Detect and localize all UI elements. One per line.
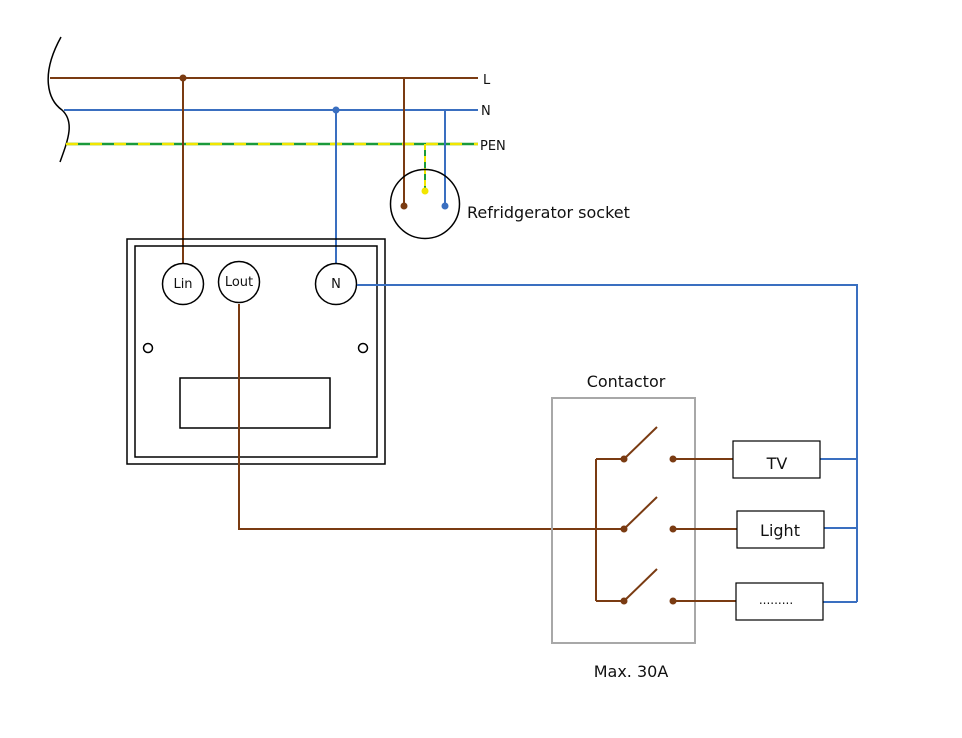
contactor-switch-2 (623, 496, 658, 530)
bus-l-label: L (483, 73, 491, 88)
socket-label: Refridgerator socket (467, 203, 630, 222)
load-light-box (736, 510, 825, 549)
bus-break-mark (47, 36, 70, 163)
load-tv-box (732, 440, 821, 479)
device-screw-right (357, 342, 369, 354)
socket-pin-pen (421, 187, 429, 195)
device-inner-box (134, 245, 378, 458)
contactor-box (551, 397, 696, 644)
contactor-rating: Max. 30A (594, 662, 669, 681)
contactor-contact-2a (620, 525, 628, 533)
load-other-box (735, 582, 824, 621)
contactor-switch-3 (623, 568, 658, 602)
terminal-lin (161, 262, 205, 306)
socket-pin-l (400, 202, 408, 210)
load-other-label: ......... (759, 593, 793, 607)
device-outer-box (126, 238, 386, 465)
junction-n (332, 106, 340, 114)
bus-pen-label: PEN (480, 139, 506, 154)
refrigerator-socket (389, 168, 461, 240)
terminal-lout (217, 260, 261, 304)
terminal-n (314, 262, 358, 306)
wire-neutral-return (357, 284, 858, 602)
junction-l (179, 74, 187, 82)
load-tv-label: TV (766, 454, 788, 473)
contactor-switch-1 (623, 426, 658, 460)
terminal-lout-label: Lout (225, 275, 253, 290)
terminal-lin-label: Lin (173, 277, 192, 292)
socket-pin-n (441, 202, 449, 210)
terminal-n-label: N (331, 277, 341, 292)
bus-n-label: N (481, 104, 491, 119)
contactor-title: Contactor (587, 372, 666, 391)
load-light-label: Light (760, 521, 800, 540)
contactor-contact-1a (620, 455, 628, 463)
wire-lout-to-contactor (238, 304, 624, 530)
device-display (179, 377, 331, 429)
device-screw-left (142, 342, 154, 354)
contactor-contact-3a (620, 597, 628, 605)
